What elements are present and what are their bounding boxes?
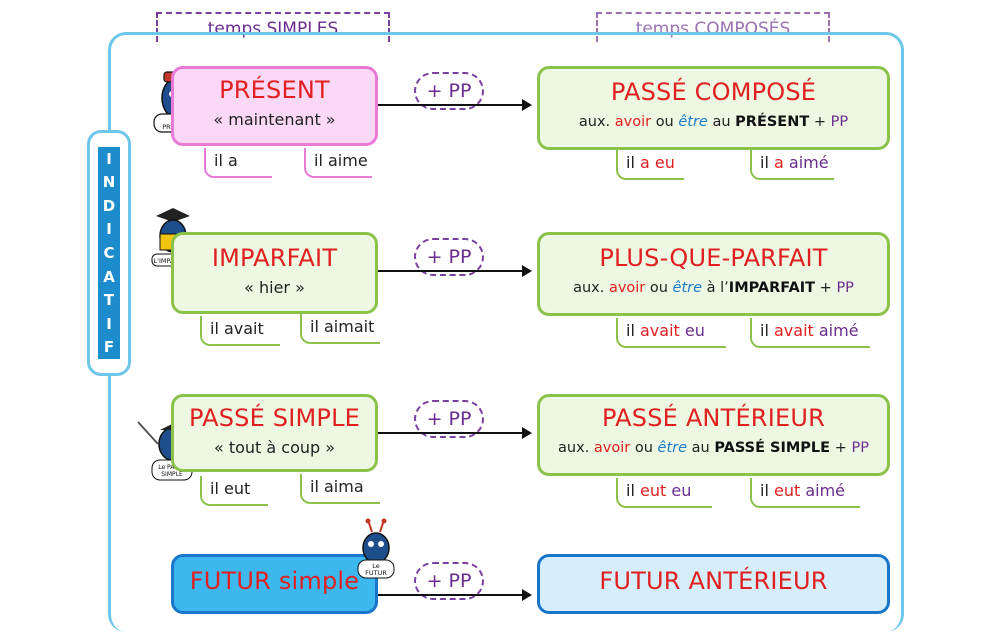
- tab-letter: I: [106, 220, 112, 239]
- ex-aux: avait: [639, 321, 680, 340]
- present-subtitle: « maintenant »: [213, 110, 336, 129]
- ex-participle: eu: [684, 321, 705, 340]
- passe-compose-rule: aux. avoir ou être au PRÉSENT + PP: [540, 114, 887, 130]
- pp-connector-4: + PP: [414, 562, 484, 600]
- arrow-3: [378, 427, 532, 439]
- tab-letter: F: [103, 338, 115, 357]
- avoir-label: avoir: [593, 440, 631, 456]
- passe-simple-example-2: il aima: [300, 474, 380, 504]
- ex-aux: a eu: [639, 153, 675, 172]
- passe-simple-title: PASSÉ SIMPLE: [188, 404, 361, 432]
- passe-simple-example-1: il eut: [200, 476, 268, 506]
- futur-mascot-icon: Le FUTUR: [354, 518, 398, 584]
- pp-label: PP: [851, 440, 869, 456]
- present-example-1: il a: [204, 148, 272, 178]
- passe-simple-subtitle: « tout à coup »: [213, 438, 336, 457]
- ex-participle: aimé: [818, 321, 859, 340]
- imparfait-box: IMPARFAIT « hier »: [171, 232, 378, 314]
- arrow-1: [378, 99, 532, 111]
- ex-il: il: [760, 481, 769, 500]
- ex-il: il: [626, 153, 635, 172]
- imparfait-title: IMPARFAIT: [211, 244, 338, 272]
- ex-participle: aimé: [788, 153, 829, 172]
- aux-label: aux.: [573, 280, 605, 296]
- passe-anterieur-example-2: il eut aimé: [750, 478, 860, 508]
- ex-il: il: [760, 153, 769, 172]
- tense-label: PASSÉ SIMPLE: [714, 440, 831, 456]
- present-box: PRÉSENT « maintenant »: [171, 66, 378, 146]
- arrow-4: [378, 589, 532, 601]
- tab-letter: D: [102, 196, 116, 215]
- pp-label: PP: [830, 114, 849, 130]
- aux-label: aux.: [558, 440, 590, 456]
- passe-anterieur-example-1: il eut eu: [616, 478, 712, 508]
- tense-label: IMPARFAIT: [728, 280, 816, 296]
- tab-letter: A: [103, 267, 115, 286]
- etre-label: être: [678, 114, 708, 130]
- preposition-label: à l’: [706, 280, 729, 296]
- svg-text:Le: Le: [372, 562, 380, 570]
- svg-text:SIMPLE: SIMPLE: [161, 471, 183, 478]
- plus-que-parfait-title: PLUS-QUE-PARFAIT: [599, 244, 828, 272]
- pp-label: PP: [836, 280, 854, 296]
- ex-aux: a: [773, 153, 784, 172]
- ou-label: ou: [649, 280, 668, 296]
- plus-que-parfait-example-2: il avait aimé: [750, 318, 870, 348]
- ex-participle: eu: [671, 481, 692, 500]
- ex-aux: eut: [639, 481, 667, 500]
- tense-label: PRÉSENT: [735, 114, 810, 130]
- passe-anterieur-title: PASSÉ ANTÉRIEUR: [602, 404, 825, 432]
- plus-que-parfait-box: PLUS-QUE-PARFAIT aux. avoir ou être à l’…: [537, 232, 890, 316]
- avoir-label: avoir: [614, 114, 652, 130]
- tab-letter: I: [106, 149, 112, 168]
- etre-label: être: [657, 440, 688, 456]
- passe-compose-example-2: il a aimé: [750, 150, 834, 180]
- arrow-2: [378, 265, 532, 277]
- plus-que-parfait-example-1: il avait eu: [616, 318, 726, 348]
- ex-aux: avait: [773, 321, 814, 340]
- svg-text:Le PASSÉ: Le PASSÉ: [158, 463, 186, 471]
- indicatif-tab-label: I N D I C A T I F: [98, 147, 120, 359]
- ou-label: ou: [655, 114, 674, 130]
- preposition-label: au: [691, 440, 710, 456]
- pp-connector-3: + PP: [414, 400, 484, 438]
- futur-anterieur-box: FUTUR ANTÉRIEUR: [537, 554, 890, 614]
- present-title: PRÉSENT: [219, 76, 330, 104]
- tab-letter: N: [102, 173, 116, 192]
- pp-connector-1: + PP: [414, 72, 484, 110]
- etre-label: être: [672, 280, 703, 296]
- plus-label: +: [834, 440, 847, 456]
- futur-anterieur-title: FUTUR ANTÉRIEUR: [599, 567, 828, 595]
- avoir-label: avoir: [608, 280, 646, 296]
- aux-label: aux.: [578, 114, 611, 130]
- tab-letter: C: [103, 243, 115, 262]
- indicatif-tab: I N D I C A T I F: [87, 130, 131, 376]
- plus-label: +: [813, 114, 826, 130]
- passe-anterieur-rule: aux. avoir ou être au PASSÉ SIMPLE + PP: [540, 440, 887, 456]
- present-example-2: il aime: [304, 148, 372, 178]
- tab-letter: I: [106, 314, 112, 333]
- passe-compose-box: PASSÉ COMPOSÉ aux. avoir ou être au PRÉS…: [537, 66, 890, 150]
- ex-participle: aimé: [805, 481, 846, 500]
- svg-text:FUTUR: FUTUR: [365, 569, 387, 577]
- plus-label: +: [819, 280, 832, 296]
- passe-compose-example-1: il a eu: [616, 150, 684, 180]
- passe-compose-title: PASSÉ COMPOSÉ: [610, 78, 817, 106]
- ex-il: il: [626, 481, 635, 500]
- ou-label: ou: [634, 440, 653, 456]
- ex-aux: eut: [773, 481, 801, 500]
- futur-simple-title: FUTUR simple: [189, 567, 360, 595]
- futur-simple-box: FUTUR simple: [171, 554, 378, 614]
- pp-connector-2: + PP: [414, 238, 484, 276]
- preposition-label: au: [712, 114, 731, 130]
- passe-simple-box: PASSÉ SIMPLE « tout à coup »: [171, 394, 378, 472]
- imparfait-subtitle: « hier »: [244, 278, 305, 297]
- ex-il: il: [760, 321, 769, 340]
- imparfait-example-2: il aimait: [300, 314, 380, 344]
- ex-il: il: [626, 321, 635, 340]
- imparfait-example-1: il avait: [200, 316, 280, 346]
- tab-letter: T: [103, 291, 115, 310]
- passe-anterieur-box: PASSÉ ANTÉRIEUR aux. avoir ou être au PA…: [537, 394, 890, 476]
- plus-que-parfait-rule: aux. avoir ou être à l’IMPARFAIT + PP: [540, 280, 887, 296]
